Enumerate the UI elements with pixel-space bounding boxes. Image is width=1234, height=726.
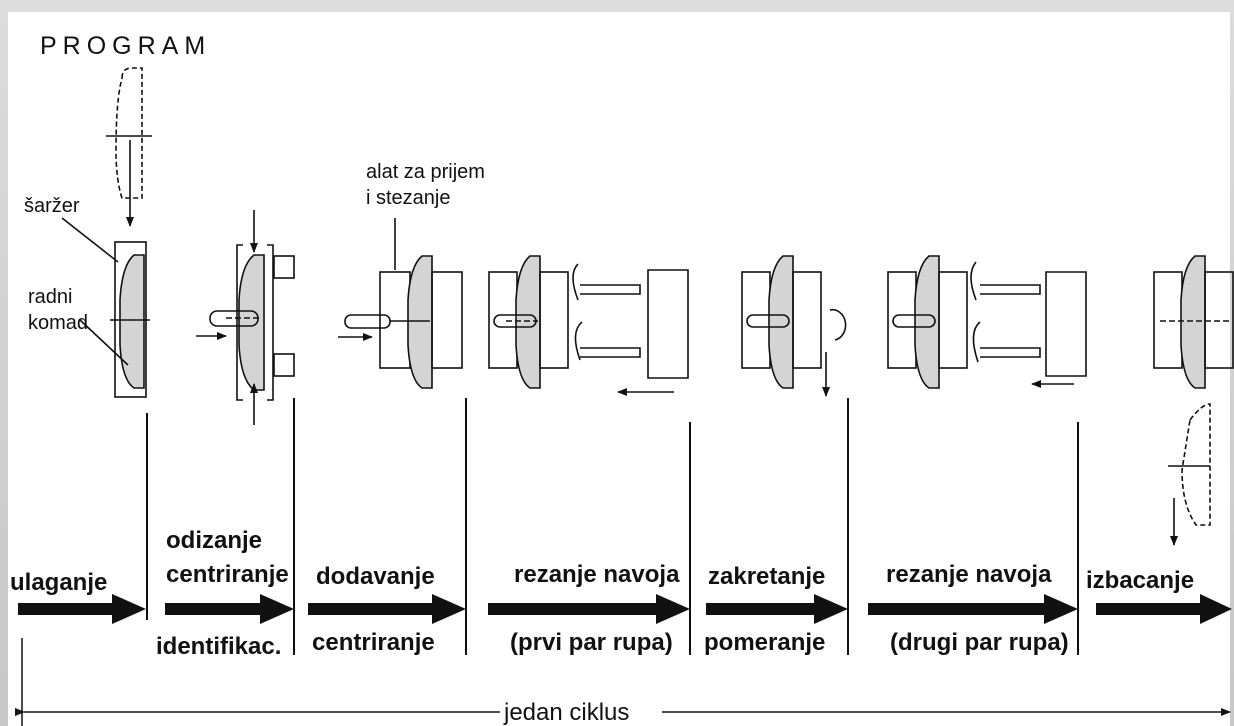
magazine-dashed-outline xyxy=(115,67,143,199)
tap-drill-lower xyxy=(580,347,641,358)
stage-5-bottom: pomeranje xyxy=(704,629,825,656)
workpiece xyxy=(238,254,265,391)
arrow-stage-6 xyxy=(868,594,1078,624)
stage-3-feeding xyxy=(338,218,463,389)
stage-2-top: odizanje xyxy=(166,527,262,554)
stage-4-bottom: (prvi par rupa) xyxy=(510,629,673,656)
label-komad: komad xyxy=(28,312,88,334)
clamp-tool xyxy=(379,271,411,369)
stage-2-main: centriranje xyxy=(166,561,289,588)
workpiece xyxy=(515,255,541,389)
stage-4-main: rezanje navoja xyxy=(514,561,680,588)
tap-drill-upper xyxy=(980,284,1041,295)
arrow-stage-4 xyxy=(488,594,690,624)
rotation-arrow-icon xyxy=(572,263,583,361)
label-radni: radni xyxy=(28,286,72,308)
tap-drill-lower xyxy=(980,347,1041,358)
arrow-stage-5 xyxy=(706,594,848,624)
cycle-label: jedan ciklus xyxy=(503,699,629,726)
ejected-part-dashed-outline xyxy=(1181,403,1211,526)
workpiece xyxy=(1180,255,1206,389)
stage-3-main: dodavanje xyxy=(316,563,435,590)
arrow-stage-7 xyxy=(1096,594,1232,624)
label-alat-1: alat za prijem xyxy=(366,161,485,183)
stage-6-main: rezanje navoja xyxy=(886,561,1052,588)
stage-5-rotating xyxy=(741,255,847,397)
stage-arrows xyxy=(18,594,1232,624)
stage-7-main: izbacanje xyxy=(1086,567,1194,594)
stage-2-bottom: identifikac. xyxy=(156,633,281,660)
arrow-stage-1 xyxy=(18,594,146,624)
arrow-stage-2 xyxy=(165,594,294,624)
workpiece xyxy=(407,255,433,389)
stage-3-bottom: centriranje xyxy=(312,629,435,656)
rotation-arrow-icon xyxy=(970,261,981,363)
workpiece xyxy=(914,255,940,389)
stage-2-centering xyxy=(196,210,295,425)
stage-6-threading-2 xyxy=(887,255,1087,389)
tap-drill-upper xyxy=(580,284,641,295)
stage-7-ejecting xyxy=(1153,255,1234,546)
arrow-stage-3 xyxy=(308,594,466,624)
cycle-dimension xyxy=(15,638,1231,726)
stage-4-threading-1 xyxy=(488,255,689,396)
stage-dividers xyxy=(146,398,1079,655)
stage-1-loading xyxy=(61,67,152,398)
stage-1-main: ulaganje xyxy=(10,569,107,596)
rotate-arrow-icon xyxy=(829,308,847,341)
workpiece xyxy=(119,254,145,389)
feed-pin xyxy=(344,314,391,329)
stage-6-bottom: (drugi par rupa) xyxy=(890,629,1069,656)
workpiece xyxy=(768,255,794,389)
page-title: PROGRAM xyxy=(40,32,212,60)
label-sarzer: šaržer xyxy=(24,195,80,217)
stage-5-main: zakretanje xyxy=(708,563,825,590)
label-alat-2: i stezanje xyxy=(366,187,451,209)
